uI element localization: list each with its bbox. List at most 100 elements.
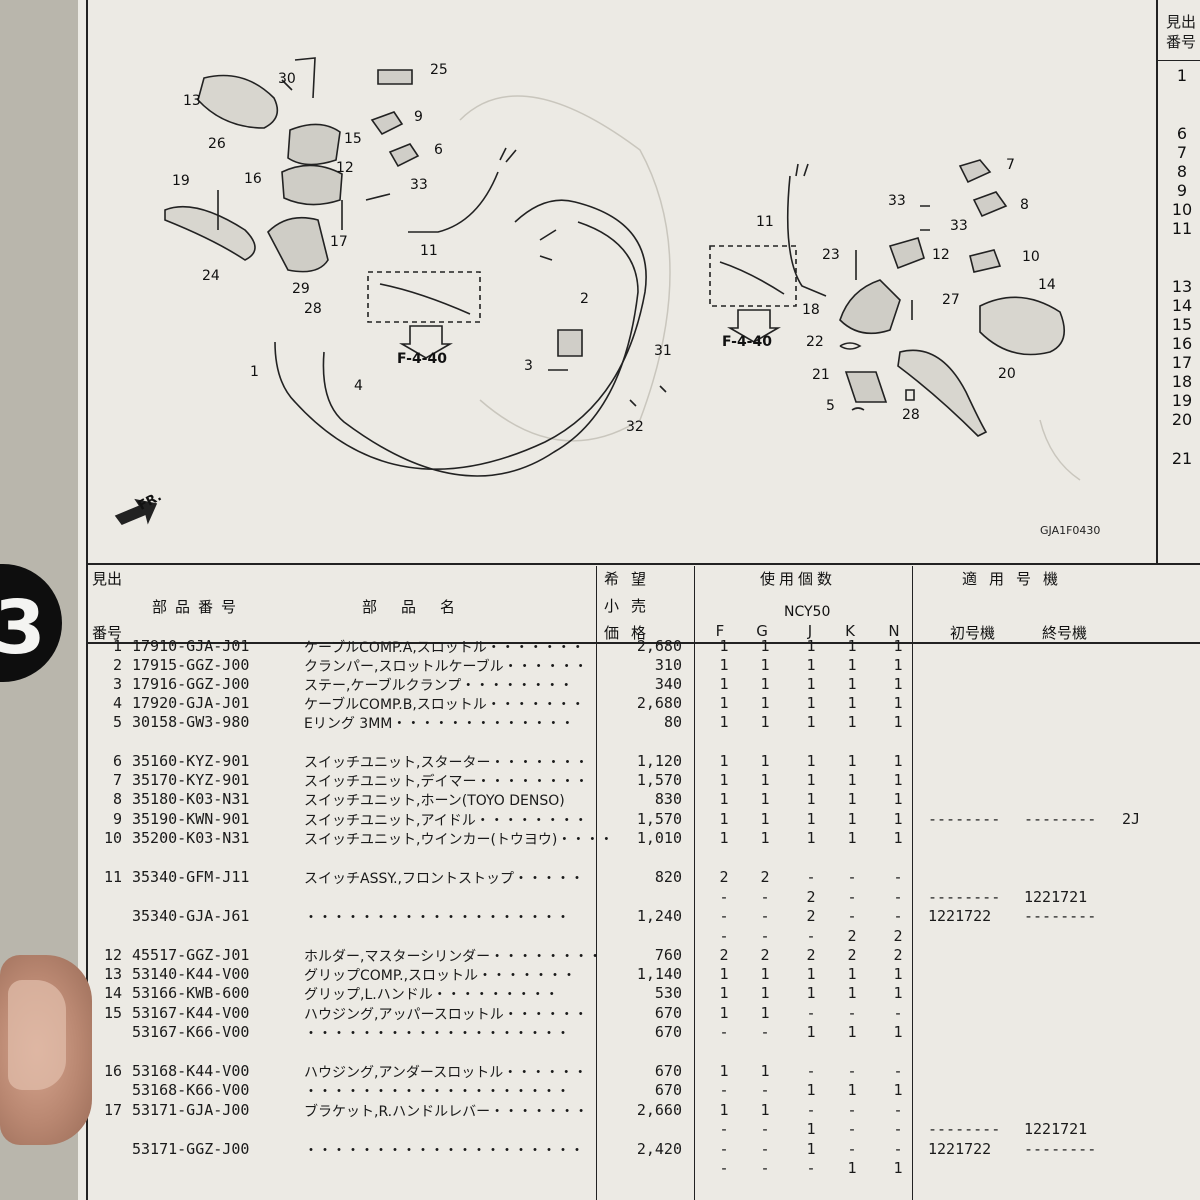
header-bango: 番号 [92,624,123,642]
last-serial: -------- [1024,810,1097,828]
ghost-part [1039,419,1081,481]
qty-cell: 1 [760,713,770,731]
right-index-number: 10 [1171,200,1193,219]
first-serial: 1221722 [928,907,992,925]
qty-cell: - [719,1120,729,1138]
qty-cell: 1 [893,984,903,1002]
lower-housing-shape [281,164,343,206]
price: 1,570 [636,771,682,789]
callout-label: 5 [826,398,835,414]
qty-cell: 1 [806,675,816,693]
qty-cell: 1 [719,675,729,693]
qty-cell: 2 [847,946,857,964]
stop-switch-11-right-shape [786,163,827,297]
qty-cell: - [893,1004,903,1022]
header-part-name: 部品名 [362,598,480,616]
part-name: ・・・・・・・・・・・・・・・・・・・ [304,910,570,926]
table-header-rule [86,642,1200,644]
qty-cell: - [760,1081,770,1099]
qty-cell: - [719,927,729,945]
callout-label: 12 [336,160,354,176]
qty-cell: 1 [893,694,903,712]
price: 1,240 [636,907,682,925]
callout-label: 33 [950,218,968,234]
qty-cell: 1 [760,984,770,1002]
price: 760 [654,946,682,964]
part-number: 53167-K66-V00 [132,1023,250,1041]
holder-12-shape [888,237,925,270]
right-index-number: 13 [1171,277,1193,296]
qty-cell: 1 [719,656,729,674]
price: 80 [663,713,682,731]
index-header-rule [1156,60,1200,61]
detail-box-left [367,271,481,323]
qty-cell: 2 [893,927,903,945]
callout-label: 11 [420,243,438,259]
reference-f-4-40-left: F-4-40 [397,351,447,367]
price: 2,680 [636,694,682,712]
qty-cell: 1 [806,984,816,1002]
header-col-f: F [715,622,725,640]
price: 670 [654,1023,682,1041]
part-name: ・・・・・・・・・・・・・・・・・・・ [304,1084,570,1100]
right-index-number: 21 [1171,449,1193,468]
ref-number: 1 [112,637,122,655]
qty-cell: 1 [847,713,857,731]
callout-label: 14 [1038,277,1056,293]
ref-number: 9 [112,810,122,828]
qty-cell: - [847,888,857,906]
qty-cell: - [806,1101,816,1119]
detail-cable-right [719,261,785,295]
part-name: ホルダー,マスターシリンダー・・・・・・・・ [304,949,603,965]
right-index-number: 15 [1171,315,1193,334]
callout-label: 20 [998,366,1016,382]
qty-cell: 1 [760,771,770,789]
qty-cell: - [893,888,903,906]
qty-cell: - [760,1120,770,1138]
qty-cell: 1 [847,752,857,770]
left-throttle-grip-shape [197,74,279,129]
brake-lever-19-shape [164,205,256,261]
qty-cell: 1 [893,1081,903,1099]
header-model: NCY50 [784,604,831,620]
callout-label: 30 [278,71,296,87]
qty-cell: - [893,1062,903,1080]
callout-label: 28 [902,407,920,423]
ref-number: 15 [103,1004,122,1022]
master-cylinder-18-shape [839,279,901,335]
callout-label: 29 [292,281,310,297]
ref-number: 17 [103,1101,122,1119]
last-serial: 1221721 [1024,1120,1088,1138]
part-name: ケーブルCOMP.A,スロットル・・・・・・・ [304,640,585,656]
qty-cell: 1 [719,829,729,847]
ref-number: 8 [112,790,122,808]
header-col-k: K [845,622,855,640]
price: 2,660 [636,1101,682,1119]
fr-arrow [114,498,158,525]
callout-label: 12 [932,247,950,263]
price: 1,120 [636,752,682,770]
part-number: 53171-GJA-J00 [132,1101,250,1119]
callout-label: 19 [172,173,190,189]
switch-units-left-shape [370,69,420,168]
callout-label: 22 [806,334,824,350]
brake-lever-20-shape [897,349,988,437]
header-first-serial: 初号機 [950,624,996,642]
detail-cable-left [379,283,471,315]
first-serial: 1221722 [928,1140,992,1158]
upper-housing-shape [287,123,341,166]
right-index-number: 11 [1171,219,1193,238]
callout-label: 28 [304,301,322,317]
qty-cell: 1 [893,752,903,770]
qty-cell: 1 [719,1101,729,1119]
qty-cell: 2 [760,868,770,886]
remark: 2J [1122,810,1141,828]
part-name: Eリング 3MM・・・・・・・・・・・・・ [304,716,575,732]
callout-label: 24 [202,268,220,284]
